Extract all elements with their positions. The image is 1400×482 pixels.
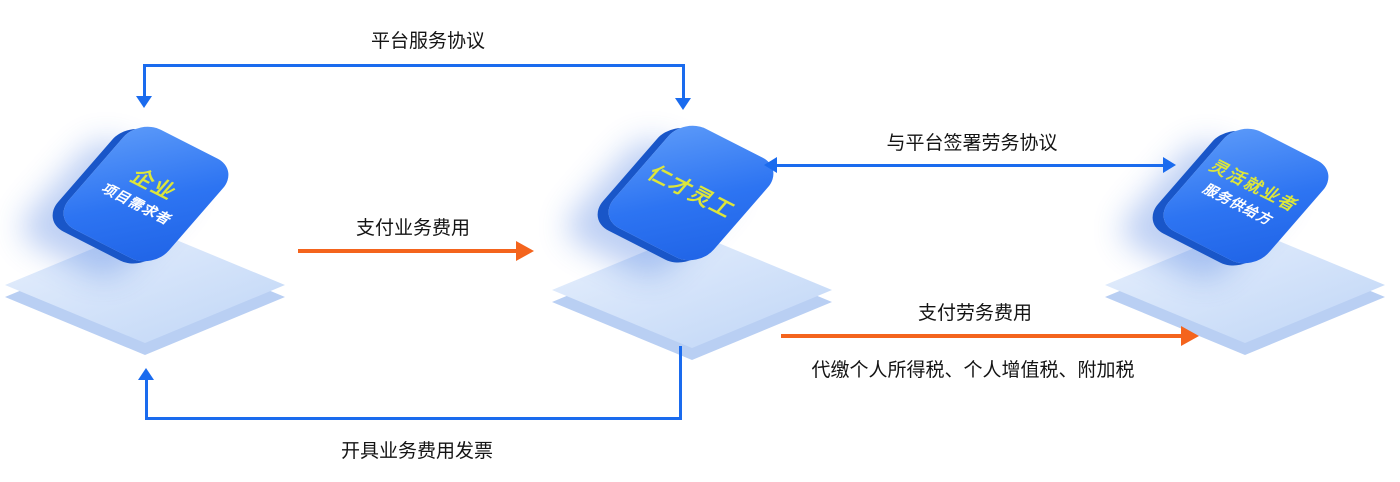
arrow-line bbox=[143, 64, 685, 67]
pay-business-fee-label: 支付业务费用 bbox=[355, 217, 470, 239]
arrowhead-right-icon bbox=[1181, 326, 1199, 346]
tax-withholding-note: 代缴个人所得税、个人增值税、附加税 bbox=[811, 359, 1135, 381]
arrow-line bbox=[145, 417, 682, 420]
arrowhead-up-icon bbox=[138, 368, 154, 380]
arrowhead-right-icon bbox=[1163, 157, 1176, 173]
pay-labor-fee-label: 支付劳务费用 bbox=[917, 302, 1032, 324]
platform-title: 仁才灵工 bbox=[642, 162, 741, 223]
arrowhead-right-icon bbox=[516, 241, 534, 261]
arrow-line bbox=[298, 249, 516, 253]
arrowhead-down-icon bbox=[675, 98, 691, 110]
arrow-line bbox=[679, 346, 682, 420]
labor-agreement-label: 与平台签署劳务协议 bbox=[886, 132, 1058, 154]
arrow-line bbox=[777, 164, 1163, 167]
arrowhead-left-icon bbox=[764, 157, 777, 173]
platform-service-agreement-label: 平台服务协议 bbox=[370, 30, 485, 52]
arrow-line bbox=[781, 334, 1181, 338]
arrow-line bbox=[145, 380, 148, 420]
issue-invoice-label: 开具业务费用发票 bbox=[340, 440, 493, 462]
arrow-line bbox=[143, 64, 146, 98]
arrowhead-down-icon bbox=[136, 96, 152, 108]
arrow-line bbox=[682, 64, 685, 100]
